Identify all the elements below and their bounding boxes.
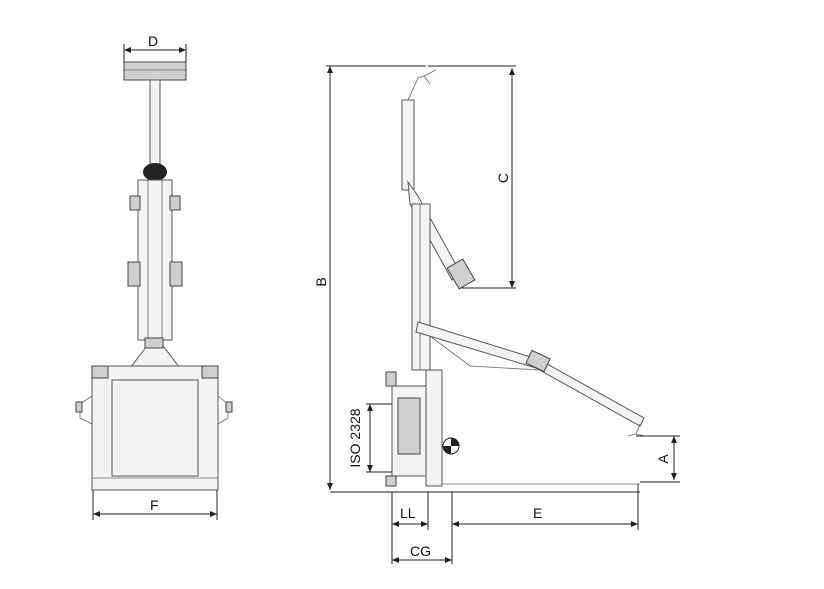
dimension-a: A xyxy=(636,435,680,483)
dimension-cg: CG xyxy=(392,530,453,564)
label-e: E xyxy=(533,505,542,521)
center-of-gravity-icon xyxy=(442,437,460,455)
label-b: B xyxy=(313,277,329,286)
label-cg: CG xyxy=(410,543,431,559)
front-hitch-knob xyxy=(143,163,167,181)
label-a: A xyxy=(655,454,671,464)
side-lower-boom xyxy=(415,321,645,427)
dimension-ll: LL xyxy=(391,492,429,564)
side-mast xyxy=(401,99,415,191)
front-cylinder-housing xyxy=(137,179,173,341)
side-view xyxy=(330,69,645,493)
label-ll: LL xyxy=(400,505,416,521)
side-main-column xyxy=(411,203,431,371)
front-view xyxy=(75,61,233,491)
dimension-c: C xyxy=(428,65,516,289)
side-base-block xyxy=(425,369,443,487)
front-mast-tube xyxy=(149,79,161,171)
label-d: D xyxy=(148,33,158,49)
dimension-f: F xyxy=(92,490,218,520)
label-c: C xyxy=(495,173,511,183)
dimension-e: E xyxy=(451,484,639,530)
label-f: F xyxy=(150,497,159,513)
dimension-iso: ISO 2328 xyxy=(347,403,392,473)
label-iso: ISO 2328 xyxy=(347,408,363,467)
dimension-d: D xyxy=(123,33,187,62)
front-top-head xyxy=(123,61,187,81)
dimension-b: B xyxy=(313,65,426,490)
